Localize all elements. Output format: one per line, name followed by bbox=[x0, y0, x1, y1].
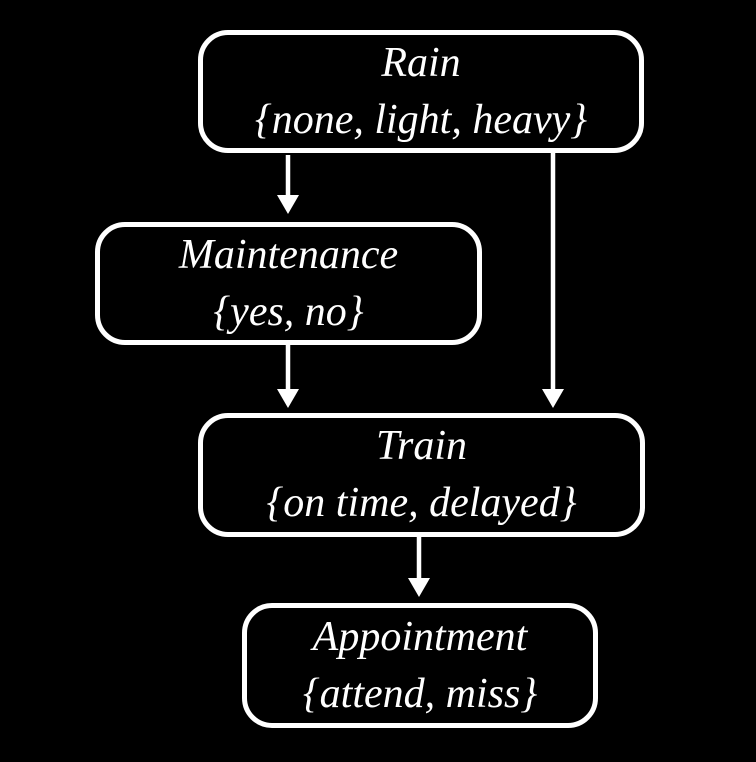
node-rain-domain: {none, light, heavy} bbox=[254, 96, 588, 143]
arrowhead-icon bbox=[277, 389, 299, 408]
arrowhead-icon bbox=[542, 389, 564, 408]
arrowhead-icon bbox=[277, 195, 299, 214]
node-maintenance-label: Maintenance bbox=[178, 231, 399, 278]
node-appointment-label: Appointment bbox=[312, 613, 528, 660]
node-appointment-domain: {attend, miss} bbox=[302, 670, 538, 717]
edge-train-to-appointment bbox=[408, 537, 430, 597]
arrowhead-icon bbox=[408, 578, 430, 597]
node-maintenance: Maintenance {yes, no} bbox=[95, 222, 482, 345]
node-rain: Rain {none, light, heavy} bbox=[198, 30, 644, 153]
node-maintenance-domain: {yes, no} bbox=[213, 288, 364, 335]
node-rain-label: Rain bbox=[381, 39, 461, 86]
edge-rain-to-maintenance bbox=[277, 155, 299, 214]
node-train: Train {on time, delayed} bbox=[198, 413, 645, 537]
node-appointment: Appointment {attend, miss} bbox=[242, 603, 598, 728]
node-train-domain: {on time, delayed} bbox=[266, 480, 577, 526]
node-train-label: Train bbox=[375, 423, 468, 469]
edge-rain-to-train bbox=[542, 153, 564, 408]
edge-maintenance-to-train bbox=[277, 345, 299, 408]
